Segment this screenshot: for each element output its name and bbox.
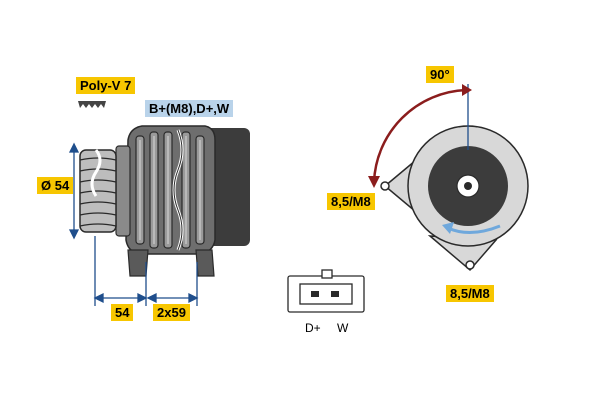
- pin-w: [331, 291, 339, 297]
- alternator-side-view: [79, 125, 250, 277]
- mount-bottom-label: 8,5/M8: [446, 285, 494, 302]
- pin-d-plus: [311, 291, 319, 297]
- mounting-foot-left: [127, 249, 149, 277]
- pulley-diameter-label: Ø 54: [37, 177, 74, 194]
- dimension-2x59-label: 2x59: [153, 304, 190, 321]
- terminals-label: B+(M8),D+,W: [145, 100, 234, 117]
- rear-housing: [205, 128, 250, 246]
- mount-left-label: 8,5/M8: [327, 193, 375, 210]
- angle-label: 90°: [426, 66, 454, 83]
- poly-v-label: Poly-V 7: [76, 77, 136, 94]
- alternator-front-view: [368, 84, 529, 272]
- front-flange: [115, 145, 131, 237]
- poly-v-belt-icon: [78, 101, 106, 108]
- angle-arc: [372, 88, 467, 183]
- dimension-lines: [68, 142, 199, 306]
- pin-w-label: W: [337, 321, 349, 335]
- connector-plug: [287, 269, 365, 313]
- pin-d-plus-label: D+: [305, 321, 321, 335]
- rotation-direction-arrow: [447, 224, 501, 234]
- pulley: [79, 149, 117, 233]
- dimension-54-label: 54: [111, 304, 134, 321]
- mounting-foot-right: [195, 249, 215, 277]
